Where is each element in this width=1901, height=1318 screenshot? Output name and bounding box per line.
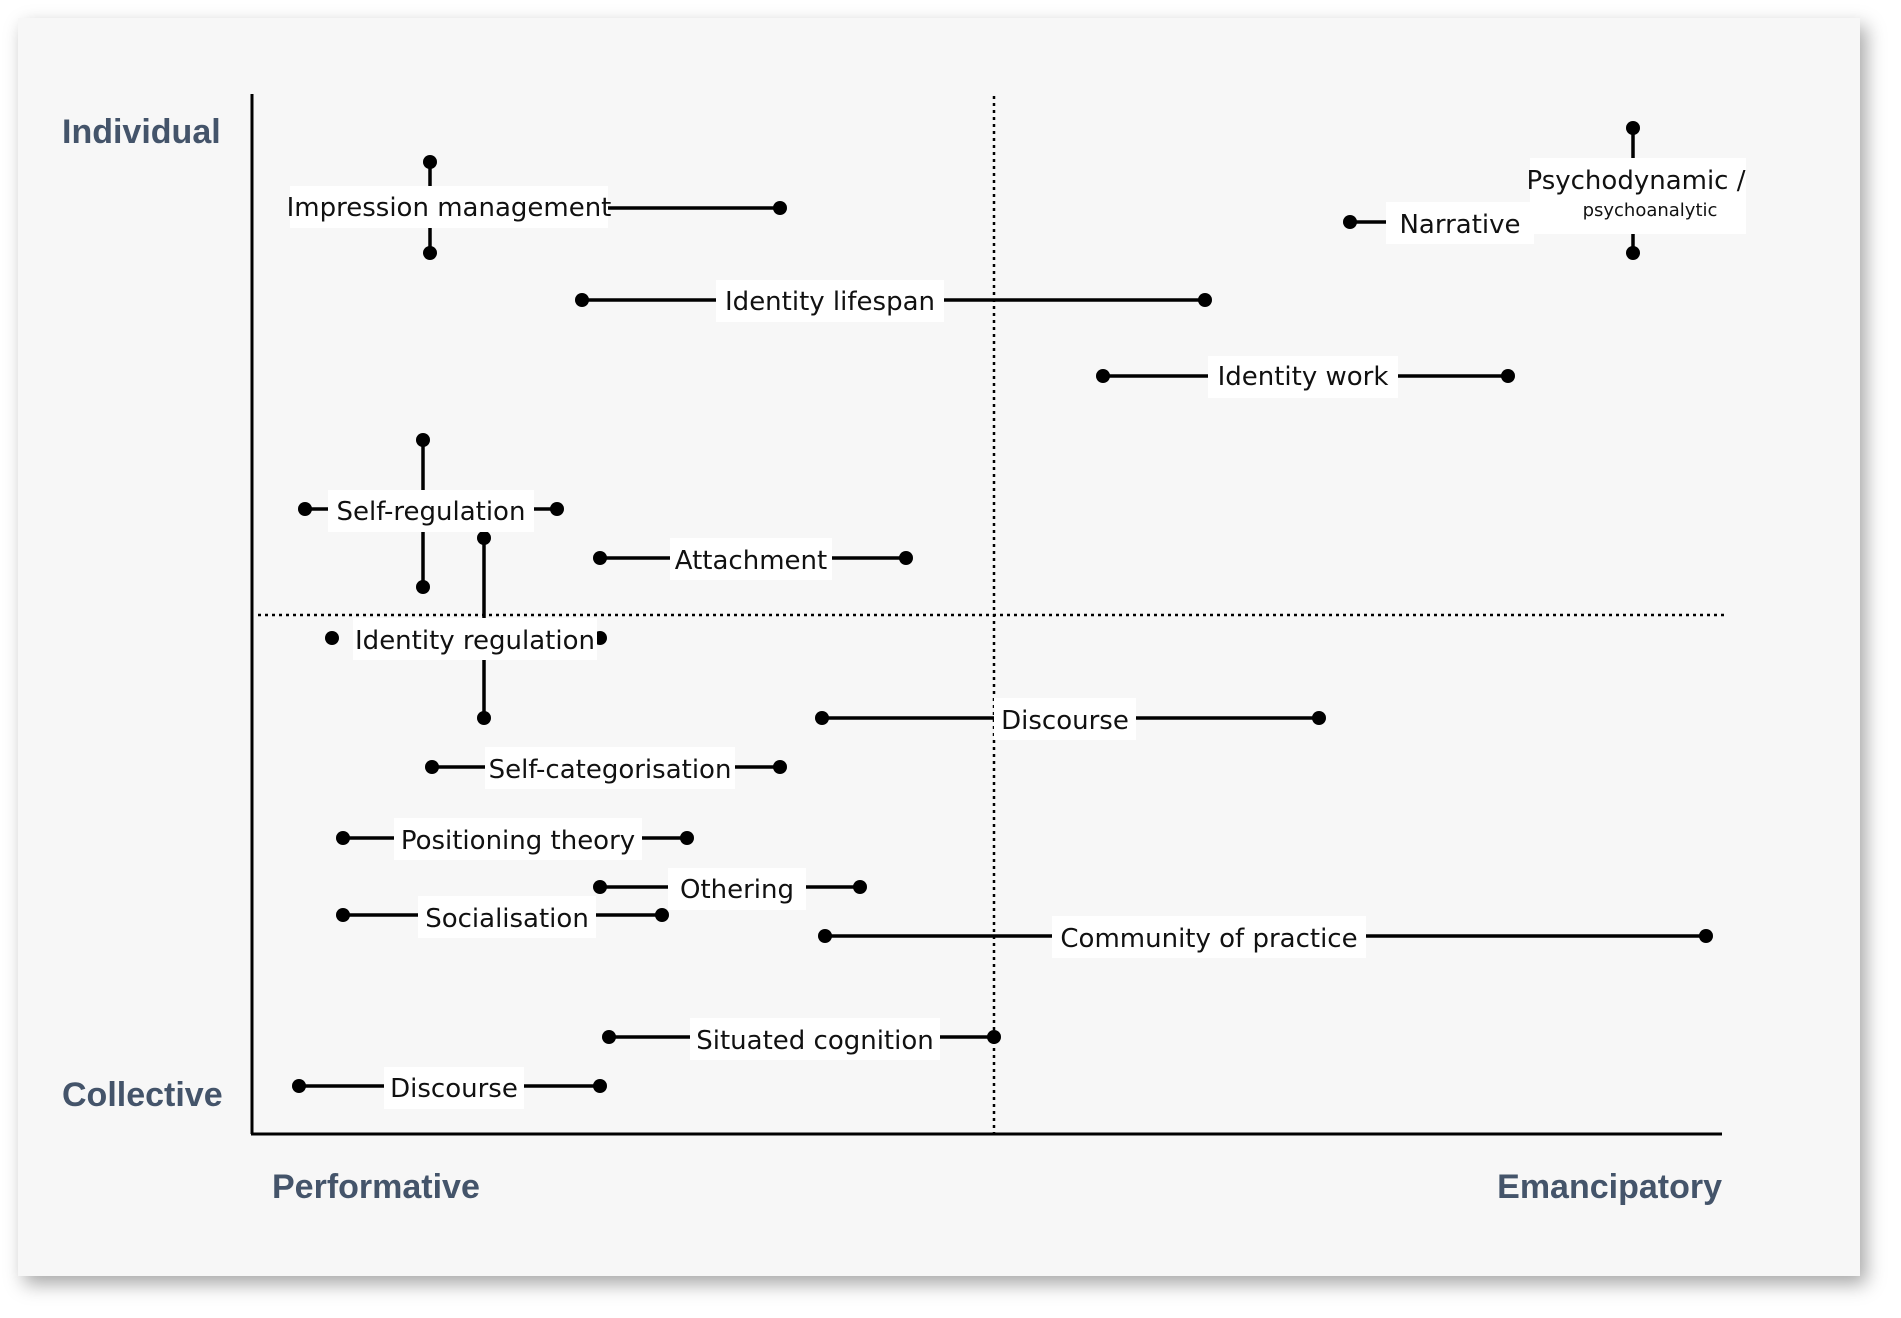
label-community-of-practice: Community of practice: [1060, 924, 1357, 954]
label-impression-management: Impression management: [287, 193, 612, 223]
y-axis-bottom-label: Collective: [62, 1076, 223, 1114]
label-narrative: Narrative: [1399, 210, 1520, 240]
label-identity-lifespan: Identity lifespan: [725, 287, 935, 317]
label-socialisation: Socialisation: [425, 904, 589, 934]
label-identity-work: Identity work: [1218, 362, 1389, 392]
y-axis-top-label: Individual: [62, 113, 221, 151]
label-positioning-theory: Positioning theory: [401, 826, 635, 856]
label-attachment: Attachment: [675, 546, 827, 576]
label-discourse-lower: Discourse: [390, 1074, 518, 1104]
label-backgrounds: [290, 158, 1746, 1109]
endpoint-dots: [292, 121, 1713, 1093]
label-othering: Othering: [680, 875, 794, 905]
diagram-card: Individual Collective Performative Emanc…: [18, 18, 1860, 1276]
x-axis-right-label: Emancipatory: [1497, 1168, 1722, 1206]
label-identity-regulation: Identity regulation: [355, 626, 595, 656]
label-self-regulation: Self-regulation: [337, 497, 526, 527]
identity-theories-diagram: Individual Collective Performative Emanc…: [62, 94, 1746, 1206]
x-axis-left-label: Performative: [272, 1168, 480, 1206]
label-psychoanalytic: psychoanalytic: [1583, 200, 1718, 221]
label-self-categorisation: Self-categorisation: [489, 755, 732, 785]
label-psychodynamic: Psychodynamic /: [1526, 166, 1745, 196]
label-discourse-upper: Discourse: [1001, 706, 1129, 736]
label-situated-cognition: Situated cognition: [696, 1026, 934, 1056]
connector-lines: [299, 128, 1706, 1088]
